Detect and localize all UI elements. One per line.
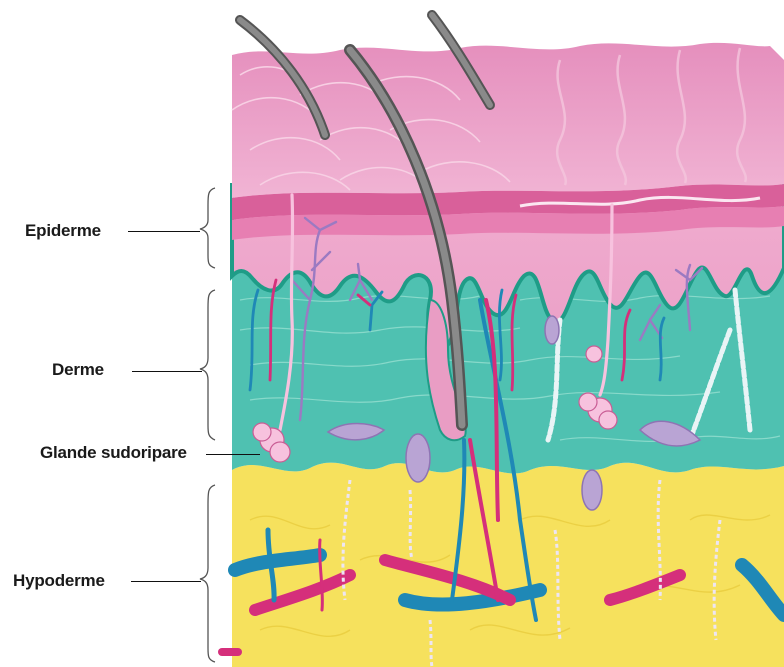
label-hypoderme: Hypoderme (13, 571, 105, 591)
hypodermis-layer (232, 463, 784, 667)
leader-line-glande (206, 454, 260, 455)
layer-brackets (200, 188, 215, 662)
label-glande-sudoripare: Glande sudoripare (40, 443, 187, 463)
leader-line-derme (132, 371, 202, 372)
label-epiderme: Epiderme (25, 221, 101, 241)
label-derme: Derme (52, 360, 104, 380)
leader-line-hypoderme (131, 581, 201, 582)
leader-line-epiderme (128, 231, 200, 232)
